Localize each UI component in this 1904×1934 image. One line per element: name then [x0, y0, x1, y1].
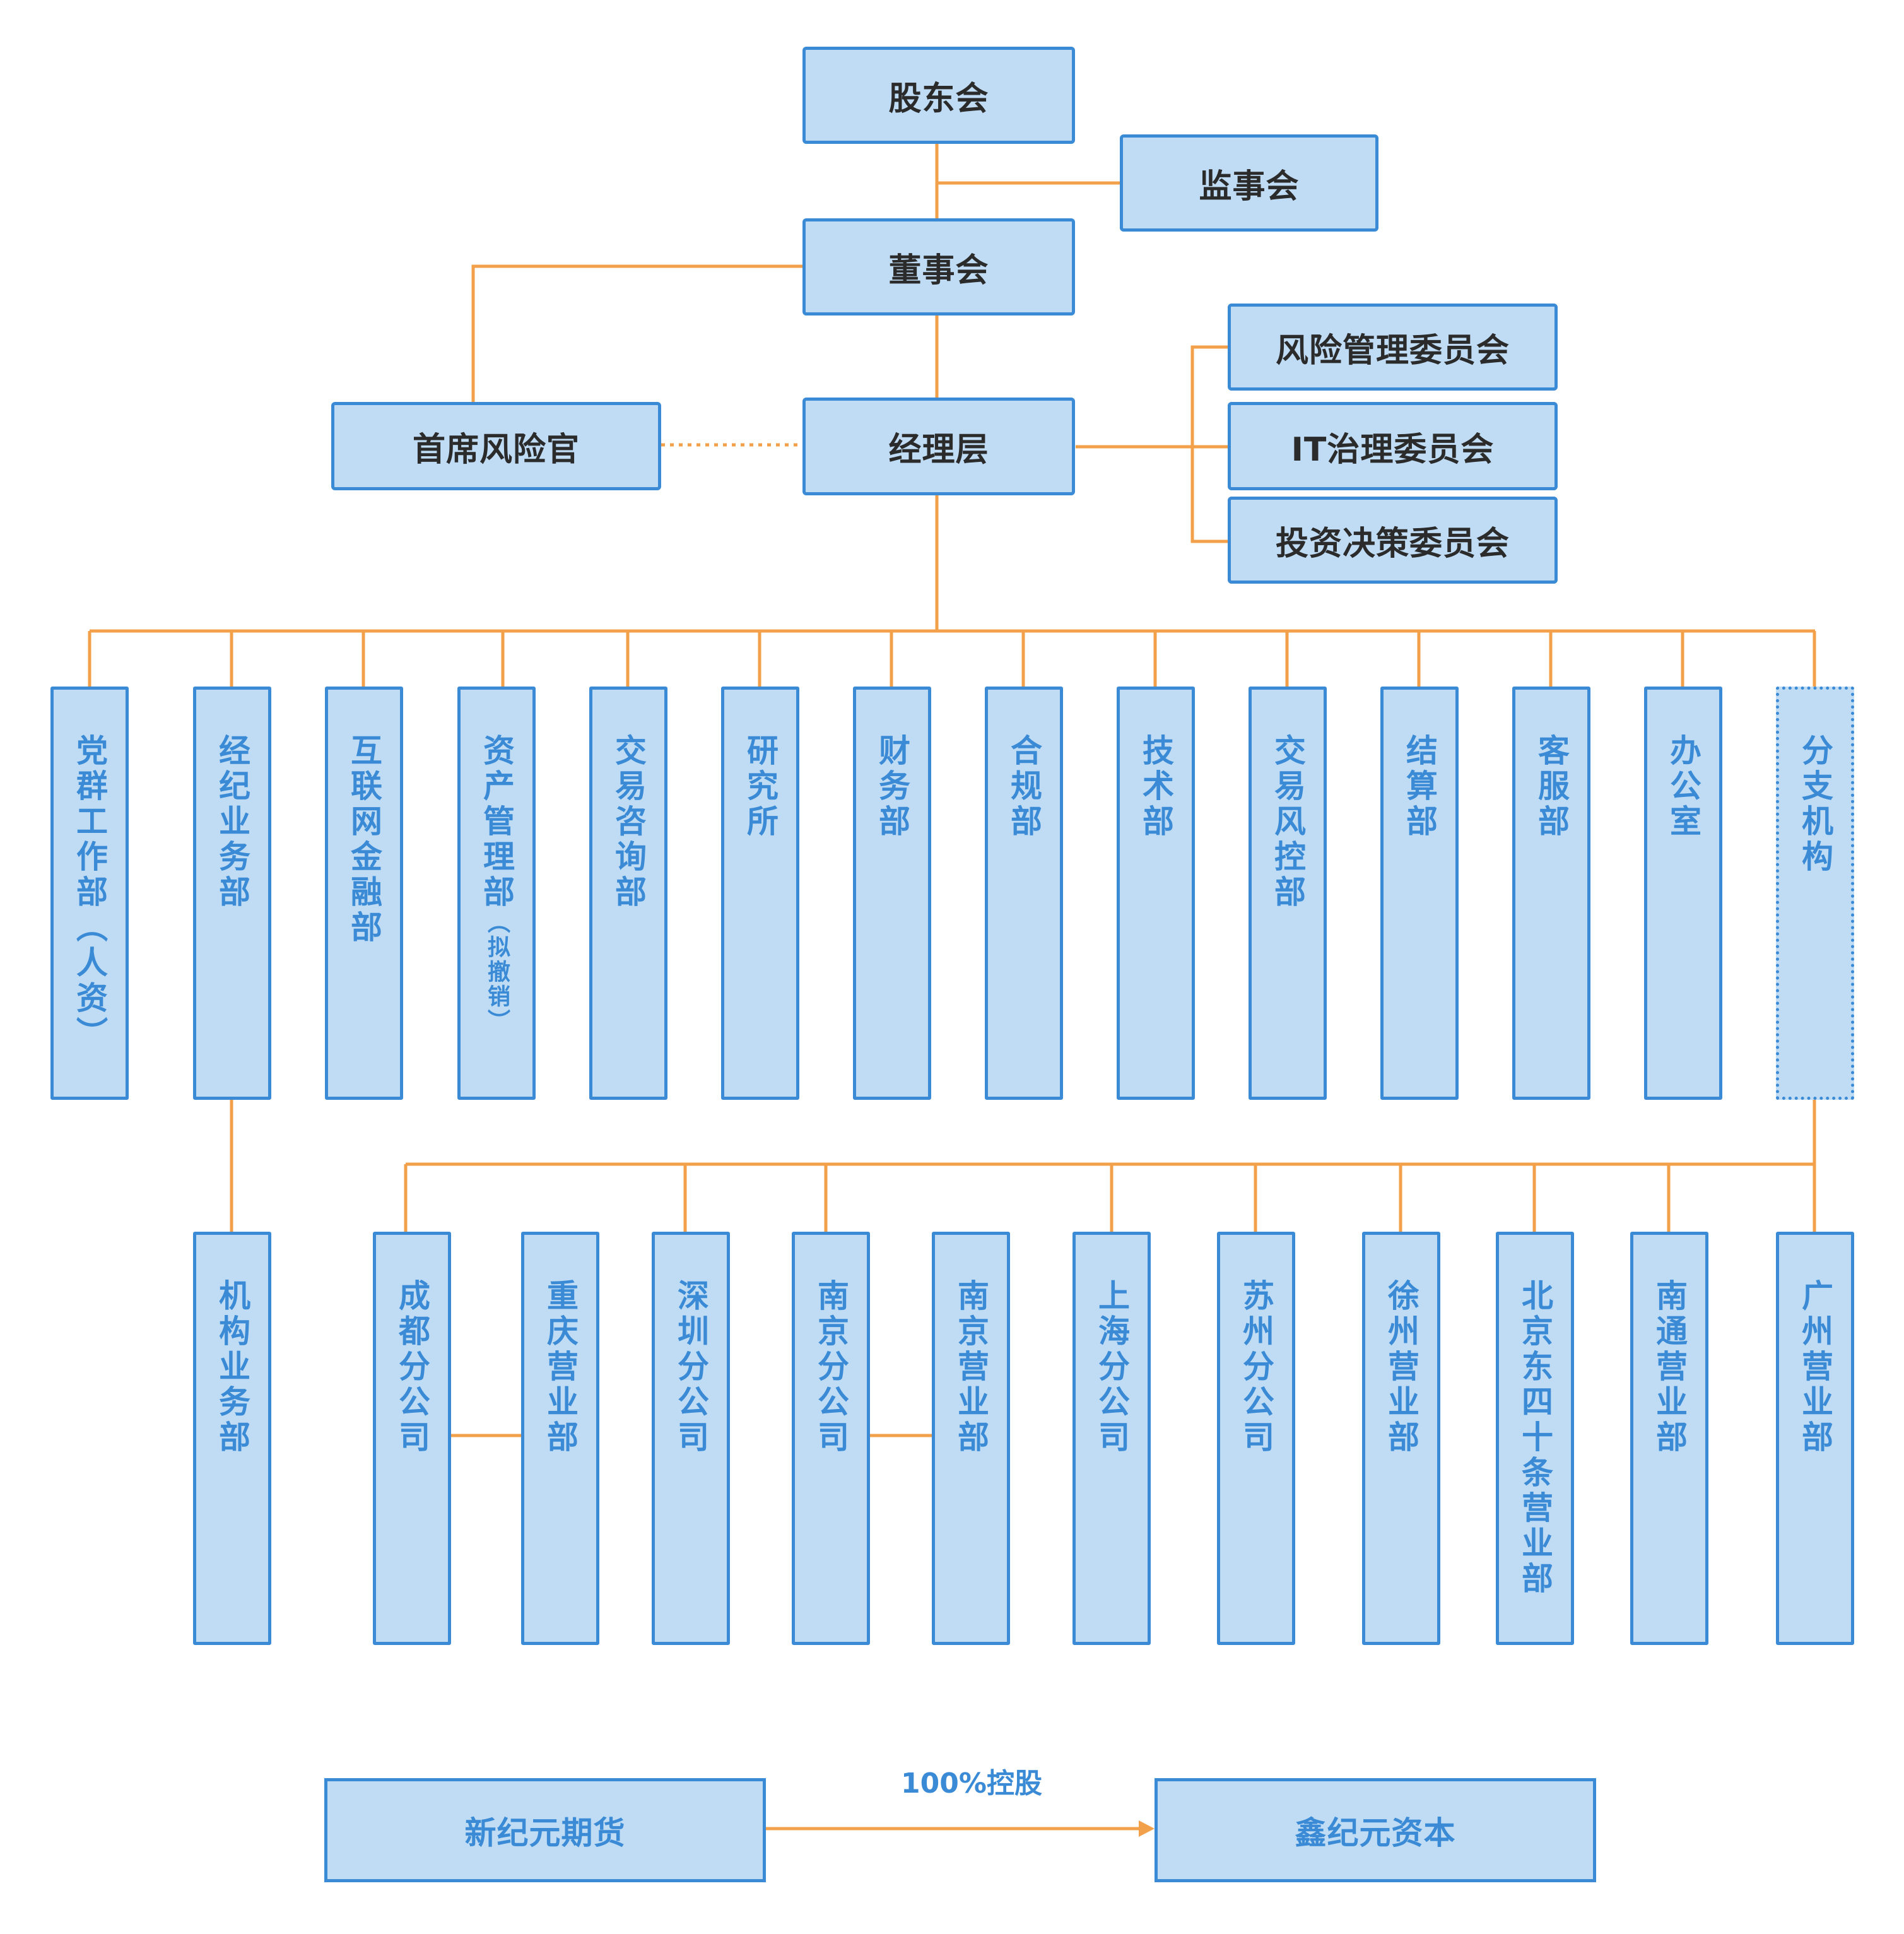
dept-label: 技术部: [1137, 734, 1174, 840]
branch-label: 广州营业部: [1797, 1279, 1833, 1456]
committee-it-label: IT治理委员会: [1291, 430, 1495, 469]
branch-xuzhou: 徐州营业部: [1362, 1232, 1440, 1645]
branch-guangzhou: 广州营业部: [1776, 1232, 1854, 1645]
branch-label: 徐州营业部: [1383, 1279, 1419, 1456]
dept-label: 互联网金融部: [346, 734, 382, 946]
dept-label: 党群工作部: [71, 734, 108, 911]
dept-compliance: 合规部: [985, 687, 1063, 1100]
dept-label: 合规部: [1006, 734, 1042, 840]
branch-label: 成都分公司: [394, 1279, 430, 1456]
dept-label: 结算部: [1401, 734, 1438, 840]
dept-institutional: 机构业务部: [193, 1232, 271, 1645]
dept-label: 办公室: [1665, 734, 1701, 840]
dept-technology: 技术部: [1117, 687, 1195, 1100]
board-label: 董事会: [888, 251, 989, 290]
board-box: 董事会: [802, 218, 1075, 315]
branch-nanjing-company: 南京分公司: [792, 1232, 870, 1645]
control-arrow-head: [1139, 1820, 1155, 1837]
dept-label: 分支机构: [1797, 734, 1833, 875]
shareholders-label: 股东会: [888, 80, 989, 118]
branch-beijing-dongsi: 北京东四十条营业部: [1496, 1232, 1574, 1645]
dept-research: 研究所: [721, 687, 799, 1100]
branch-label: 重庆营业部: [542, 1279, 579, 1456]
shareholders-box: 股东会: [802, 47, 1075, 144]
connector-committee-bracket: [1190, 345, 1230, 543]
branch-shanghai: 上海分公司: [1072, 1232, 1151, 1645]
branch-label: 北京东四十条营业部: [1517, 1279, 1553, 1597]
subsidiary-box: 鑫纪元资本: [1155, 1778, 1596, 1882]
dept-finance: 财务部: [853, 687, 931, 1100]
dept-trading-risk: 交易风控部: [1249, 687, 1327, 1100]
dept-asset-management: 资产管理部（拟撤销）: [457, 687, 536, 1100]
dept-label: 财务部: [874, 734, 910, 840]
dept-label: 客服部: [1533, 734, 1570, 840]
branch-label: 南京分公司: [813, 1279, 849, 1456]
control-label: 100%控股: [901, 1767, 1042, 1800]
parent-company-label: 新纪元期货: [464, 1814, 626, 1851]
dept-note: （人资）: [71, 911, 108, 1052]
branch-nanjing-office: 南京营业部: [932, 1232, 1010, 1645]
dept-label: 交易风控部: [1269, 734, 1306, 911]
branch-label: 上海分公司: [1093, 1279, 1130, 1456]
branch-chongqing: 重庆营业部: [521, 1232, 599, 1645]
branch-label: 苏州分公司: [1238, 1279, 1274, 1456]
management-label: 经理层: [888, 431, 989, 469]
committee-risk-box: 风险管理委员会: [1228, 304, 1558, 391]
branch-label: 南京营业部: [953, 1279, 989, 1456]
connector-board-cro: [471, 264, 806, 404]
branch-label: 南通营业部: [1651, 1279, 1688, 1456]
cro-label: 首席风险官: [412, 430, 580, 469]
branch-nantong: 南通营业部: [1630, 1232, 1708, 1645]
branch-chengdu: 成都分公司: [373, 1232, 451, 1645]
connector-dept-drops: [88, 631, 1816, 688]
dept-trading-consulting: 交易咨询部: [589, 687, 667, 1100]
subsidiary-label: 鑫纪元资本: [1295, 1814, 1456, 1851]
dept-label: 交易咨询部: [610, 734, 647, 911]
management-box: 经理层: [802, 398, 1075, 495]
dept-label: 机构业务部: [214, 1279, 250, 1456]
dept-branches: 分支机构: [1776, 687, 1854, 1100]
dept-label: 研究所: [742, 734, 779, 840]
dept-settlement: 结算部: [1380, 687, 1459, 1100]
supervisors-label: 监事会: [1199, 167, 1300, 206]
connector-branch-drops: [404, 1164, 1671, 1234]
dept-brokerage: 经纪业务部: [193, 687, 271, 1100]
committee-risk-label: 风险管理委员会: [1275, 331, 1510, 370]
dept-internet-finance: 互联网金融部: [325, 687, 403, 1100]
branch-label: 深圳分公司: [673, 1279, 709, 1456]
dept-customer-service: 客服部: [1512, 687, 1590, 1100]
branch-shenzhen: 深圳分公司: [652, 1232, 730, 1645]
supervisors-box: 监事会: [1120, 134, 1378, 232]
committee-it-box: IT治理委员会: [1228, 402, 1558, 490]
dept-label: 经纪业务部: [214, 734, 250, 911]
committee-investment-box: 投资决策委员会: [1228, 497, 1558, 584]
dept-label: 资产管理部: [478, 734, 515, 911]
parent-company-box: 新纪元期货: [324, 1778, 766, 1882]
dept-note: （拟撤销）: [484, 911, 510, 1034]
dept-office: 办公室: [1644, 687, 1722, 1100]
branch-suzhou: 苏州分公司: [1217, 1232, 1295, 1645]
cro-box: 首席风险官: [331, 402, 661, 490]
committee-investment-label: 投资决策委员会: [1275, 524, 1510, 563]
dept-party-hr: 党群工作部（人资）: [50, 687, 129, 1100]
